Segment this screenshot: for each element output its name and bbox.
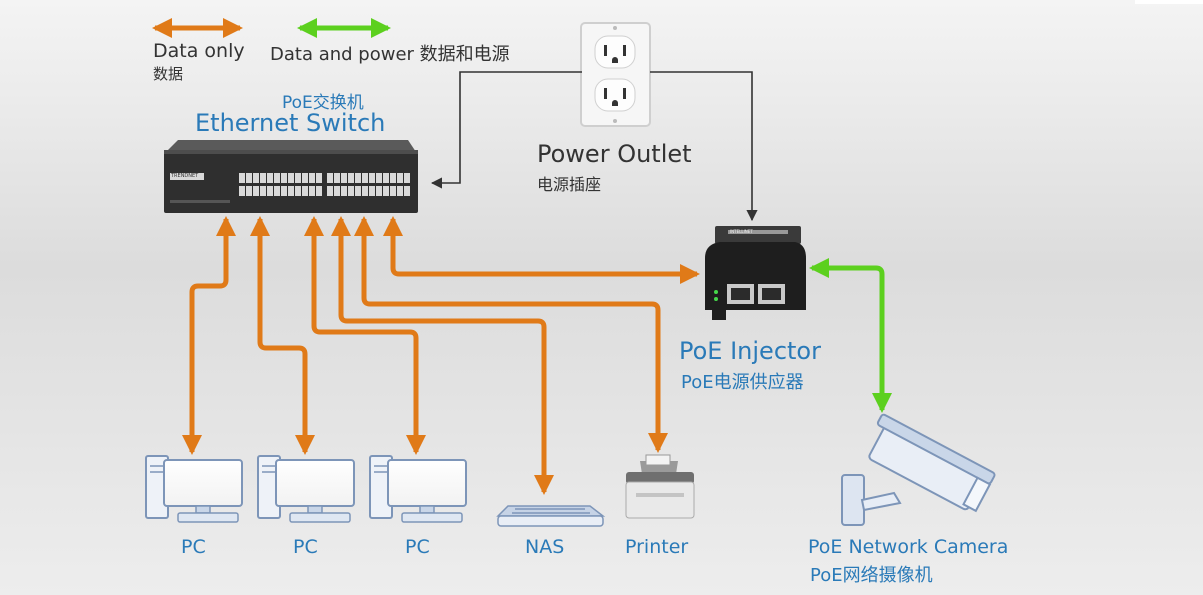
switch-port (404, 173, 410, 183)
switch-port (362, 173, 368, 183)
outlet-to-switch-cable (430, 71, 582, 189)
switch-port (239, 186, 245, 196)
switch-port (390, 173, 396, 183)
switch-port (348, 186, 354, 196)
switch-port (316, 173, 322, 183)
switch-port (246, 173, 252, 183)
switch-port (390, 186, 396, 196)
outlet-icon (580, 22, 651, 127)
switch-port (376, 186, 382, 196)
injector-icon (705, 226, 806, 320)
device-label-pc-3: PC (405, 536, 430, 558)
cable-pc1 (182, 216, 236, 455)
switch-port (260, 186, 266, 196)
switch-port (355, 173, 361, 183)
pc-icon (369, 455, 467, 523)
camera-title-cn: PoE网络摄像机 (810, 565, 933, 586)
switch-port (253, 186, 259, 196)
switch-port (369, 173, 375, 183)
switch-port (309, 186, 315, 196)
outlet-title-cn: 电源插座 (537, 175, 602, 194)
switch-port (302, 186, 308, 196)
switch-port (334, 173, 340, 183)
switch-port (281, 186, 287, 196)
switch-port (327, 173, 333, 183)
nas-icon (496, 505, 606, 527)
switch-port (397, 173, 403, 183)
switch-port (404, 186, 410, 196)
outlet-title-en: Power Outlet (537, 140, 692, 168)
switch-port (309, 173, 315, 183)
switch-port (246, 186, 252, 196)
legend-data-power-label: Data and power 数据和电源 (270, 44, 510, 65)
switch-port (253, 173, 259, 183)
legend-data-only-label: Data only (153, 40, 245, 62)
switch-port (362, 186, 368, 196)
switch-port (267, 173, 273, 183)
switch-port (274, 186, 280, 196)
switch-port (288, 173, 294, 183)
device-label-pc-2: PC (293, 536, 318, 558)
switch-port (295, 173, 301, 183)
cable-printer (354, 216, 668, 453)
switch-port (334, 186, 340, 196)
cable-camera-poe (809, 258, 892, 413)
switch-port (397, 186, 403, 196)
switch-title-cn: PoE交换机 (282, 93, 364, 113)
switch-port (376, 173, 382, 183)
injector-title-en: PoE Injector (679, 337, 821, 365)
camera-title-en: PoE Network Camera (808, 536, 1009, 558)
injector-title-cn: PoE电源供应器 (681, 372, 804, 393)
switch-port (281, 173, 287, 183)
switch-port (316, 186, 322, 196)
switch-port (288, 186, 294, 196)
switch-port (267, 186, 273, 196)
switch-port (383, 173, 389, 183)
switch-port (302, 173, 308, 183)
pc-icon (145, 455, 243, 523)
switch-icon (164, 140, 418, 213)
cable-injector (383, 216, 700, 284)
device-label-pc-1: PC (181, 536, 206, 558)
switch-port (383, 186, 389, 196)
switch-port (295, 186, 301, 196)
printer-icon (625, 454, 695, 519)
device-label-printer: Printer (625, 536, 689, 558)
legend-data-only-cn-label: 数据 (153, 65, 184, 83)
switch-port (274, 173, 280, 183)
switch-port (327, 186, 333, 196)
switch-port (341, 173, 347, 183)
camera-icon (841, 413, 996, 526)
switch-title-en: Ethernet Switch (195, 109, 386, 137)
device-label-nas: NAS (525, 536, 565, 558)
switch-port (369, 186, 375, 196)
switch-port (348, 173, 354, 183)
switch-port (239, 173, 245, 183)
switch-port (260, 173, 266, 183)
outlet-to-injector-cable (650, 71, 758, 222)
switch-port (355, 186, 361, 196)
switch-brand-logo: TRENDNET (171, 173, 199, 179)
pc-icon (257, 455, 355, 523)
injector-brand-logo: INTELLINET (730, 229, 753, 234)
switch-port (341, 186, 347, 196)
